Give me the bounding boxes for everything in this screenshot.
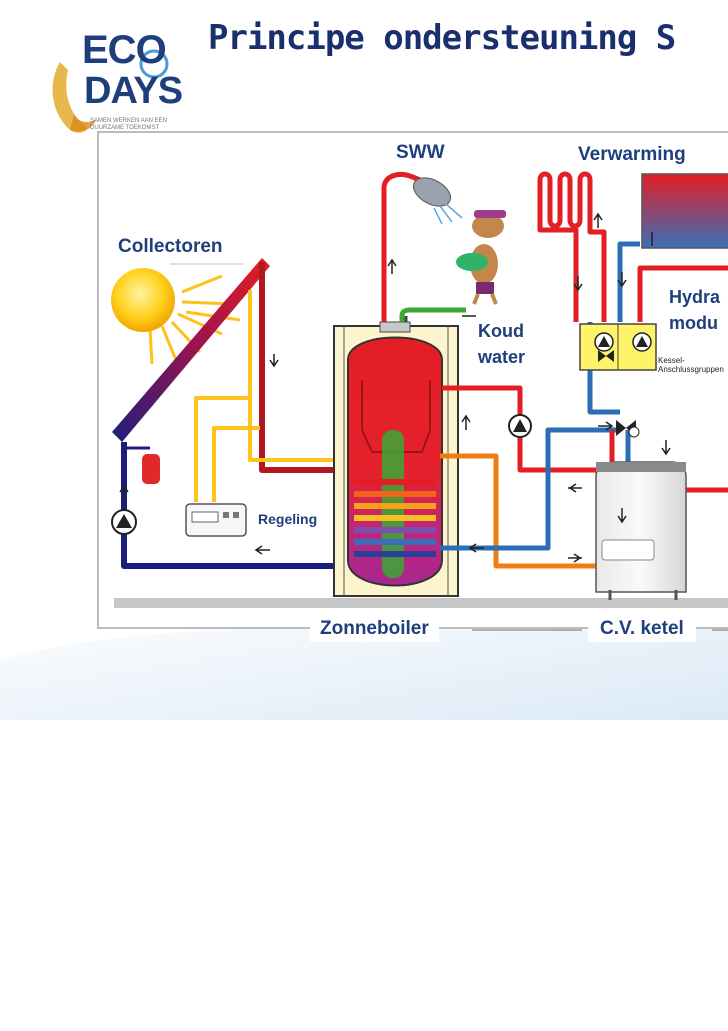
label-collectoren: Collectoren <box>118 234 223 260</box>
person-showering-icon <box>456 210 506 305</box>
label-verwarming: Verwarming <box>572 142 692 168</box>
flame-icon <box>52 49 169 133</box>
label-hydra-line2: modu <box>669 313 718 333</box>
logo-days-text: DAYS <box>84 70 183 112</box>
label-regeling: Regeling <box>254 508 322 530</box>
ecodays-logo: ECO DAYS SAMEN WERKEN AAN EEN DUURZAME T… <box>40 22 190 140</box>
floor <box>114 598 728 608</box>
flow-arrows <box>119 212 671 563</box>
three-way-valve-icon <box>616 420 640 438</box>
solar-coil <box>354 479 436 557</box>
label-kessel-line1: Kessel- <box>658 356 685 365</box>
shower-head-icon <box>412 177 463 225</box>
hot-water-line <box>381 172 463 322</box>
label-cv-ketel: C.V. ketel <box>588 616 696 642</box>
logo-eco-text: ECO <box>82 28 167 72</box>
circulation-pump-icon <box>508 414 532 438</box>
label-koud-line2: water <box>478 347 526 367</box>
hydraulic-module <box>579 323 657 371</box>
cold-water-line <box>399 307 466 322</box>
label-kessel: Kessel- Anschlussgruppen <box>658 356 724 374</box>
label-koud-water: Koud water <box>476 318 528 370</box>
expansion-vessel <box>124 446 160 484</box>
logo-tagline: SAMEN WERKEN AAN EEN DUURZAME TOEKOMST <box>90 118 168 131</box>
label-hydra-line1: Hydra <box>669 287 721 307</box>
cv-boiler <box>595 461 687 600</box>
solar-collector <box>112 258 270 442</box>
solar-pump-icon <box>111 509 137 535</box>
radiator <box>641 173 728 249</box>
label-koud-line1: Koud <box>478 321 524 341</box>
label-hydraulic-module: Hydra modu <box>667 284 723 336</box>
label-kessel-line2: Anschlussgruppen <box>658 365 724 374</box>
label-zonneboiler: Zonneboiler <box>310 616 439 642</box>
label-sww: SWW <box>388 140 453 166</box>
slide-title: Principe ondersteuning S <box>208 18 676 58</box>
controller-unit <box>185 503 247 537</box>
